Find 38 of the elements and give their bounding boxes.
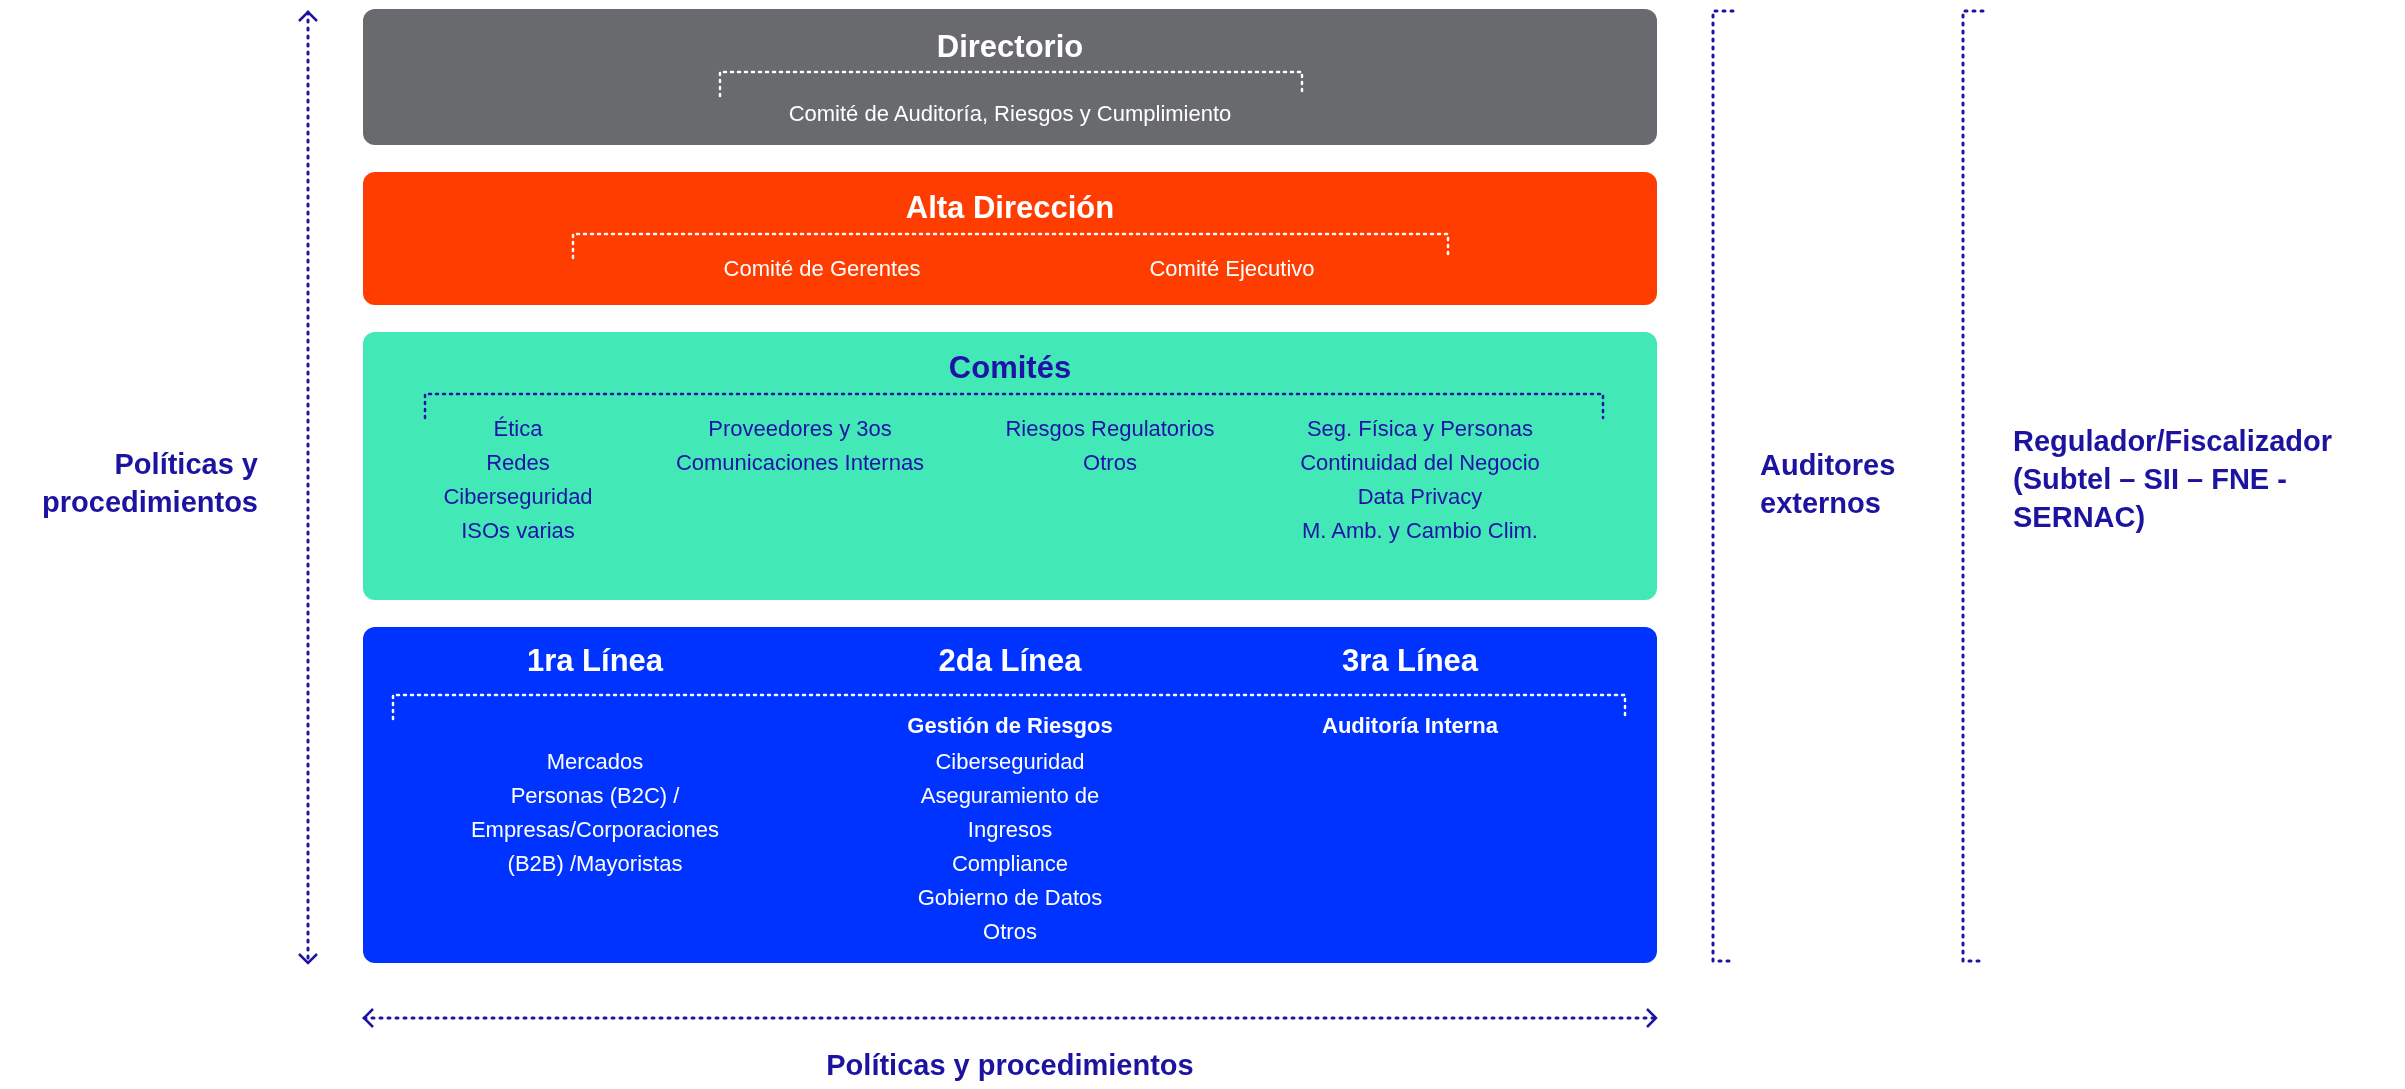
list-item: Comité Ejecutivo bbox=[1149, 255, 1315, 283]
list-item: M. Amb. y Cambio Clim. bbox=[1302, 517, 1538, 545]
band-title: 1ra Línea bbox=[526, 642, 664, 680]
list-item: Proveedores y 3os bbox=[708, 415, 892, 443]
column-heading: Gestión de Riesgos bbox=[907, 712, 1113, 740]
list-item: Comité de Auditoría, Riesgos y Cumplimiento bbox=[788, 100, 1232, 128]
governance-band bbox=[363, 9, 1657, 145]
band-title: Alta Dirección bbox=[905, 189, 1115, 227]
band-title: 3ra Línea bbox=[1341, 642, 1479, 680]
list-item: Redes bbox=[486, 449, 550, 477]
list-item: Mercados bbox=[546, 748, 644, 776]
list-item: Continuidad del Negocio bbox=[1300, 449, 1540, 477]
list-item: Ciberseguridad bbox=[443, 483, 593, 511]
band-title: Directorio bbox=[936, 28, 1084, 66]
governance-band bbox=[363, 627, 1657, 963]
list-item: Seg. Física y Personas bbox=[1306, 415, 1534, 443]
band-title: Comités bbox=[948, 349, 1072, 387]
list-item: Otros bbox=[1083, 449, 1137, 477]
list-item: Gobierno de Datos bbox=[917, 884, 1103, 912]
side-label: Políticas y procedimientos bbox=[41, 447, 258, 520]
side-label: Regulador/Fiscalizador (Subtel – SII – FNE - SERNAC) bbox=[2013, 424, 2334, 535]
list-item: Personas (B2C) / Empresas/Corporaciones (B2B) /Mayoristas bbox=[469, 782, 721, 878]
list-item: Compliance bbox=[951, 850, 1069, 878]
governance-band bbox=[363, 172, 1657, 305]
list-item: Aseguramiento de Ingresos bbox=[919, 782, 1101, 844]
axis-label: Políticas y procedimientos bbox=[825, 1048, 1195, 1083]
list-item: Otros bbox=[983, 918, 1037, 946]
list-item: ISOs varias bbox=[461, 517, 575, 545]
band-title: 2da Línea bbox=[938, 642, 1082, 680]
list-item: Data Privacy bbox=[1357, 483, 1483, 511]
list-item: Ética bbox=[493, 415, 543, 443]
governance-band bbox=[363, 332, 1657, 600]
list-item: Comunicaciones Internas bbox=[675, 449, 925, 477]
side-label: Auditores externos bbox=[1760, 448, 1897, 521]
list-item: Ciberseguridad bbox=[935, 748, 1085, 776]
list-item: Comité de Gerentes bbox=[723, 255, 921, 283]
column-heading: Auditoría Interna bbox=[1322, 712, 1498, 740]
list-item: Riesgos Regulatorios bbox=[1005, 415, 1215, 443]
